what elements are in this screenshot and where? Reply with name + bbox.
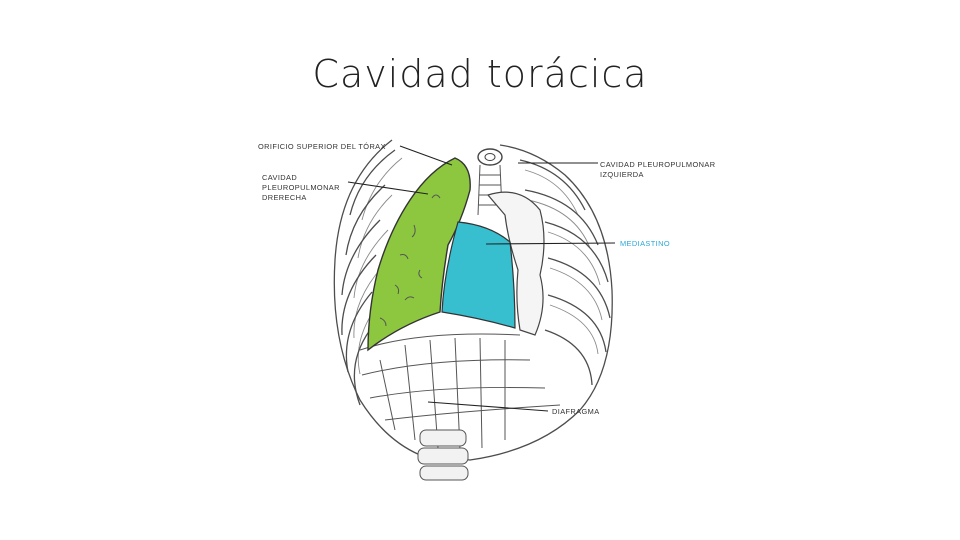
trachea [477,148,503,216]
ribs-right [519,159,611,386]
label-left-cavity-2: IZQUIERDA [600,170,644,179]
label-right-cavity-1: CAVIDAD [262,173,297,182]
leader-mediastinum [485,242,616,245]
right-pleuropulmonary-cavity [367,157,471,352]
rib-cage-outline [333,139,613,461]
leader-diaphragm [427,401,549,412]
label-diaphragm: DIAFRAGMA [552,407,600,416]
slide-title: Cavidad torácica [312,52,648,96]
label-right-cavity-2: PLEUROPULMONAR [262,183,340,192]
label-right-cavity-3: DRERECHA [262,193,307,202]
leader-superior-aperture [399,145,453,166]
label-superior-aperture: ORIFICIO SUPERIOR DEL TÓRAX [258,142,386,151]
label-left-cavity-1: CAVIDAD PLEUROPULMONAR [600,160,715,169]
label-mediastinum: MEDIASTINO [620,239,670,248]
sternum [486,191,545,336]
spine [417,429,469,481]
mediastinum-region [441,221,516,329]
leader-right-cavity [347,181,429,195]
lung-details [379,194,441,327]
